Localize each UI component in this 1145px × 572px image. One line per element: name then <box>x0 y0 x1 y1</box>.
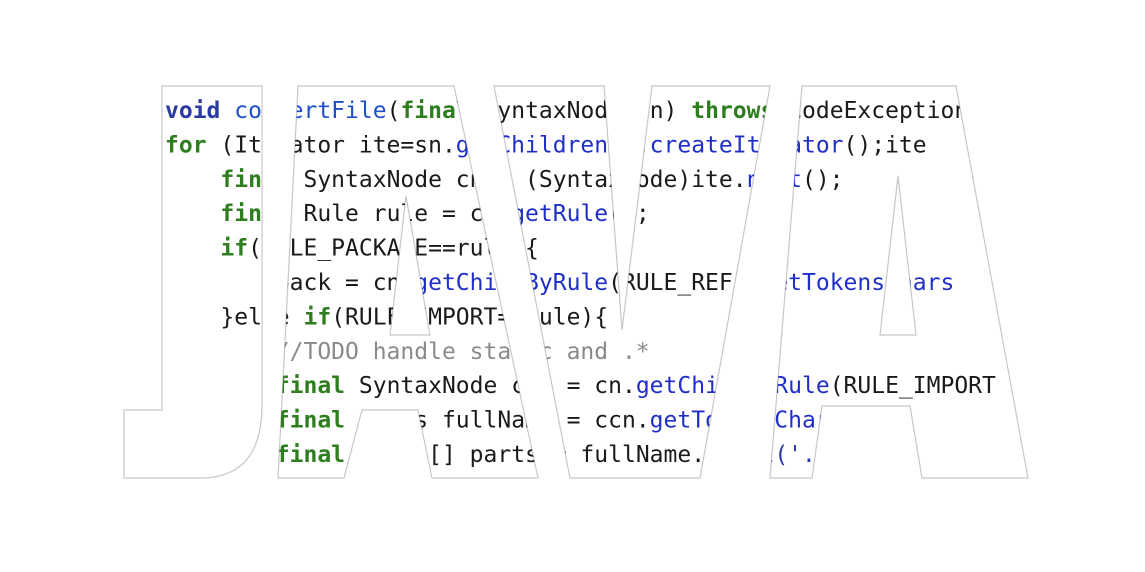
code-line: //TODO handle static and .* <box>165 339 650 365</box>
code-token: convertFile <box>234 98 386 124</box>
code-token: getTokensChars <box>650 408 844 434</box>
code-line: void convertFile(final SyntaxNode sn) th… <box>165 98 968 124</box>
code-token: getChildByRule <box>636 373 830 399</box>
code-token: if <box>303 304 331 330</box>
code-token: ('.') <box>774 442 843 468</box>
code-token: CodeException <box>788 98 968 124</box>
code-token: (RULE_IMPORT==rule){ <box>331 304 608 330</box>
code-token: pack = cn. <box>165 270 414 296</box>
code-token: ; <box>844 442 858 468</box>
code-token: Chars fullName = ccn. <box>359 408 650 434</box>
code-token: SyntaxNode ccn = cn. <box>359 373 636 399</box>
code-token: (); <box>802 167 844 193</box>
code-token: getRule <box>511 201 608 227</box>
code-line: final SyntaxNode ccn = cn.getChildByRule… <box>165 373 996 399</box>
code-token: throws <box>691 98 788 124</box>
code-line: final SyntaxNode cn = (SyntaxNode)ite.ne… <box>165 167 844 193</box>
code-token: for <box>165 132 220 158</box>
code-line: }else if(RULE_IMPORT==rule){ <box>165 304 608 330</box>
code-token: (RULE_REF). <box>608 270 760 296</box>
code-token: (RULE_PACKAGE==rule){ <box>248 236 539 262</box>
code-line: if(RULE_PACKAGE==rule){ <box>165 236 539 262</box>
code-token: Chars[] parts = fullName. <box>359 442 705 468</box>
code-token: }else <box>165 304 303 330</box>
code-token: (RULE_IMPORT <box>830 373 996 399</box>
code-line: for (Iterator ite=sn.getChildren().creat… <box>165 132 927 158</box>
code-token: split <box>705 442 774 468</box>
code-line: final Chars[] parts = fullName.split('.'… <box>165 442 857 468</box>
java-code-block: void convertFile(final SyntaxNode sn) th… <box>165 98 996 468</box>
java-letter-outlines <box>123 85 1029 479</box>
code-token: (Iterator ite=sn. <box>220 132 455 158</box>
code-token: if <box>165 236 248 262</box>
code-line: pack = cn.getChildByRule(RULE_REF).getTo… <box>165 270 954 296</box>
code-token: SyntaxNode cn = (SyntaxNode)ite. <box>303 167 746 193</box>
code-token: void <box>165 98 234 124</box>
code-line: final Chars fullName = ccn.getTokensChar… <box>165 408 885 434</box>
code-token: getTokensChars <box>760 270 954 296</box>
code-token: ();ite <box>844 132 927 158</box>
code-token: //TODO handle static and .* <box>165 339 650 365</box>
code-token: SyntaxNode sn) <box>484 98 692 124</box>
code-token: createIterator <box>650 132 844 158</box>
code-token: ( <box>387 98 401 124</box>
code-token: final <box>165 373 359 399</box>
code-token: final <box>165 442 359 468</box>
code-token: (); <box>844 408 886 434</box>
code-token: getChildByRule <box>414 270 608 296</box>
code-token: final <box>165 201 303 227</box>
code-token: getChildren <box>456 132 608 158</box>
code-token: final <box>165 167 303 193</box>
code-token: final <box>400 98 483 124</box>
